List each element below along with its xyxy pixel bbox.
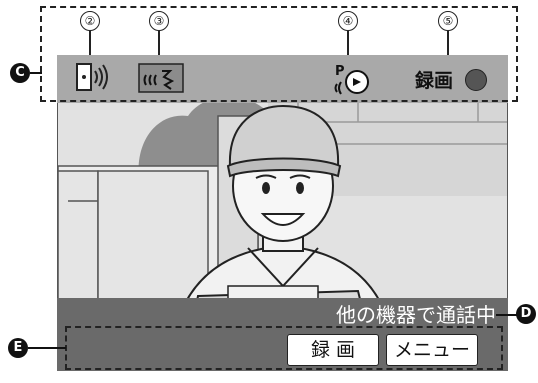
recording-label: 録画 [415,70,454,92]
callout-line-d [496,314,518,316]
callout-box-e [65,326,503,370]
status-message-bar: 他の機器で通話中 [57,298,508,328]
talk-sound-icon [138,63,184,97]
callout-marker-e: E [8,338,28,358]
status-icon-strip [57,55,508,103]
door-camera-icon [75,61,111,97]
menu-button[interactable]: メニュー [386,334,478,366]
callout-line-5 [447,31,449,65]
callout-line-2 [89,31,91,67]
callout-line-4 [347,31,349,65]
privacy-speaker-icon: P [333,62,373,100]
callout-number-5: ⑤ [438,11,458,31]
svg-text:P: P [335,64,345,79]
callout-line-c [30,72,42,74]
callout-number-3: ③ [149,11,169,31]
recording-dot-icon [465,69,487,91]
record-button[interactable]: 録 画 [287,334,379,366]
callout-number-4: ④ [338,11,358,31]
callout-line-3 [158,31,160,67]
callout-line-e [28,347,66,349]
callout-box-c [40,6,518,102]
status-message: 他の機器で通話中 [336,303,496,327]
callout-marker-d: D [516,304,536,324]
callout-number-2: ② [80,11,100,31]
callout-marker-c: C [10,63,30,83]
